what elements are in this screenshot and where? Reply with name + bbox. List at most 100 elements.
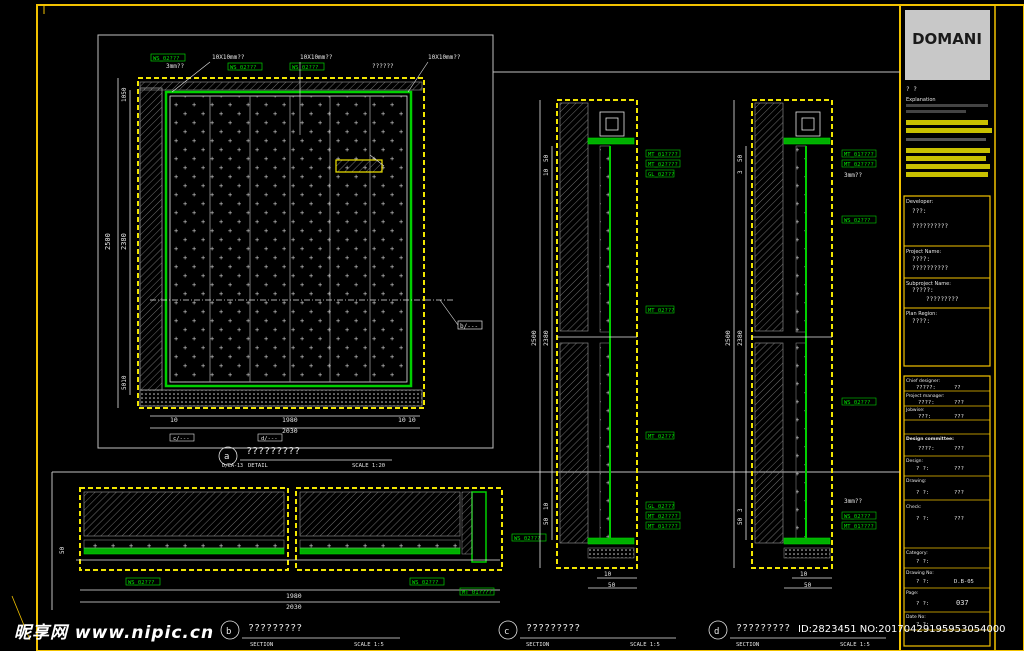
svg-text:???: ??? (954, 466, 964, 472)
explanation-label: Explanation (906, 97, 936, 103)
dim-c-2500: 2500 (530, 330, 538, 346)
svg-text:??: ?? (954, 385, 961, 391)
tag-a-right: b/--- (460, 323, 478, 330)
svg-text:???:: ???: (918, 414, 931, 420)
dim-c-bottom-10: 10 (604, 571, 612, 578)
svg-text:MT_02???: MT_02??? (648, 308, 675, 314)
drawing-a-marker (218, 446, 238, 466)
svg-text:GL_02???: GL_02??? (648, 172, 675, 178)
svg-text:?????:: ?????: (916, 385, 936, 391)
callout-a-ws-right: WS_02??? (292, 65, 319, 71)
svg-text:? ?:: ? ?: (916, 516, 929, 522)
drawing-a-elevation: 2500 2380 1050 5010 10 1980 10 10 2030 1… (51, 34, 900, 610)
svg-text:3mm??: 3mm?? (844, 498, 862, 505)
drawing-b-scale: SCALE 1:5 (354, 642, 384, 648)
drawing-b-letter: b (226, 627, 231, 637)
svg-text:c/---: c/--- (173, 436, 190, 442)
svg-text:Category:: Category: (906, 550, 928, 556)
svg-text:MT_02???: MT_02??? (648, 434, 675, 440)
drawing-d-scale: SCALE 1:5 (840, 642, 870, 648)
svg-text:????:: ????: (912, 256, 930, 263)
drawing-a-letter: a (224, 452, 229, 462)
svg-text:????:: ????: (918, 446, 935, 452)
dim-a-left-bottom: 5010 (121, 375, 128, 390)
dim-a-bottom-2030: 2030 (282, 427, 298, 435)
svg-text:??????????: ?????????? (912, 265, 949, 272)
dim-a-height-inner: 2380 (120, 233, 128, 250)
dim-d-50: 50 (737, 154, 744, 162)
drawing-a-sheet: D/EA-13 (222, 463, 243, 469)
page-number: 037 (956, 599, 969, 607)
svg-text:??????????: ?????????? (912, 223, 949, 230)
svg-text:Chief designer:: Chief designer: (906, 378, 940, 384)
callout-a-top-1: 10X10mm?? (212, 54, 245, 61)
svg-text:GL_02???: GL_02??? (648, 504, 675, 510)
dim-a-bottom-1980: 1980 (282, 416, 298, 424)
svg-text:? ?: ? ? (906, 86, 917, 93)
dim-d-2380: 2380 (736, 330, 744, 346)
frame-outline (137, 77, 425, 409)
dim-a-bottom-10a: 10 (170, 416, 178, 424)
dim-c-2380: 2380 (542, 330, 550, 346)
drawing-a-title: ????????? (246, 446, 300, 457)
svg-text:10: 10 (543, 502, 550, 510)
svg-text:MT_02????: MT_02???? (648, 514, 678, 520)
callout-a-m: ?????? (372, 63, 394, 70)
svg-text:WS_02???: WS_02??? (128, 580, 155, 586)
svg-text:MT_02????: MT_02???? (648, 162, 678, 168)
dim-d-bottom-10: 10 (800, 571, 808, 578)
green-frame (164, 90, 413, 388)
svg-text:MT_01????: MT_01???? (648, 524, 678, 530)
svg-text:????:: ????: (912, 318, 930, 325)
drawing-d-title: ????????? (736, 623, 790, 634)
svg-text:WS_02???: WS_02??? (844, 514, 871, 520)
svg-text:? ?:: ? ?: (916, 559, 929, 565)
svg-text:????:: ????: (918, 400, 935, 406)
svg-text:? ?:: ? ?: (916, 490, 929, 496)
svg-text:Page:: Page: (906, 590, 918, 596)
svg-text:???: ??? (954, 414, 964, 420)
svg-text:???:: ???: (912, 208, 926, 215)
drawing-c-letter: c (504, 627, 509, 637)
svg-text:MT_01????: MT_01???? (648, 152, 678, 158)
svg-text:???: ??? (954, 400, 964, 406)
project-name-label: Project Name: (906, 249, 941, 255)
svg-text:50: 50 (543, 517, 550, 525)
dim-d-2500: 2500 (724, 330, 732, 346)
drawing-b-title: ????????? (248, 623, 302, 634)
title-block: DOMANI ? ? Explanation Developer: ???: ?… (903, 10, 992, 647)
svg-text:Project manager:: Project manager: (906, 393, 945, 399)
svg-text:? ?:: ? ?: (916, 579, 929, 585)
drawing-d-caption: SECTION (736, 642, 759, 648)
dim-a-bottom-10c: 10 (408, 416, 416, 424)
developer-label: Developer: (906, 199, 934, 205)
svg-text:???: ??? (954, 516, 964, 522)
drawing-b-caption: SECTION (250, 642, 273, 648)
dim-c-bottom-50: 50 (608, 582, 616, 589)
logo: DOMANI (912, 30, 982, 48)
dim-c-50: 50 (543, 154, 550, 162)
callout-a-ws-mid: WS_02??? (230, 65, 257, 71)
svg-text:3: 3 (737, 508, 744, 512)
svg-text:???: ??? (954, 490, 964, 496)
svg-text:WS_02???: WS_02??? (844, 218, 871, 224)
dim-a-left-top: 1050 (121, 87, 128, 102)
svg-text:?????????: ????????? (926, 296, 959, 303)
drawing-c-title: ????????? (526, 623, 580, 634)
svg-text:???: ??? (954, 446, 964, 452)
svg-text:d/---: d/--- (261, 436, 278, 442)
drawing-d-section: 2500 2380 50 3 50 3 10 50 MT_01???? MT_0… (708, 99, 886, 648)
dim-b-2030: 2030 (286, 603, 302, 611)
logo-box (905, 10, 990, 80)
svg-text:Date No:: Date No: (906, 614, 926, 620)
svg-text:WS_02???: WS_02??? (844, 400, 871, 406)
dim-d-3: 3 (737, 170, 744, 174)
drawing-d-letter: d (714, 627, 719, 637)
svg-text:Design:: Design: (906, 458, 923, 464)
drawing-c-section: 2500 2380 50 10 50 10 10 50 MT_01???? MT… (498, 99, 681, 648)
watermark-site: 昵享网 www.nipic.cn (14, 623, 215, 643)
svg-text:?????:: ?????: (912, 287, 934, 294)
svg-text:Check:: Check: (906, 504, 921, 510)
callout-d-3mm: 3mm?? (844, 172, 862, 179)
